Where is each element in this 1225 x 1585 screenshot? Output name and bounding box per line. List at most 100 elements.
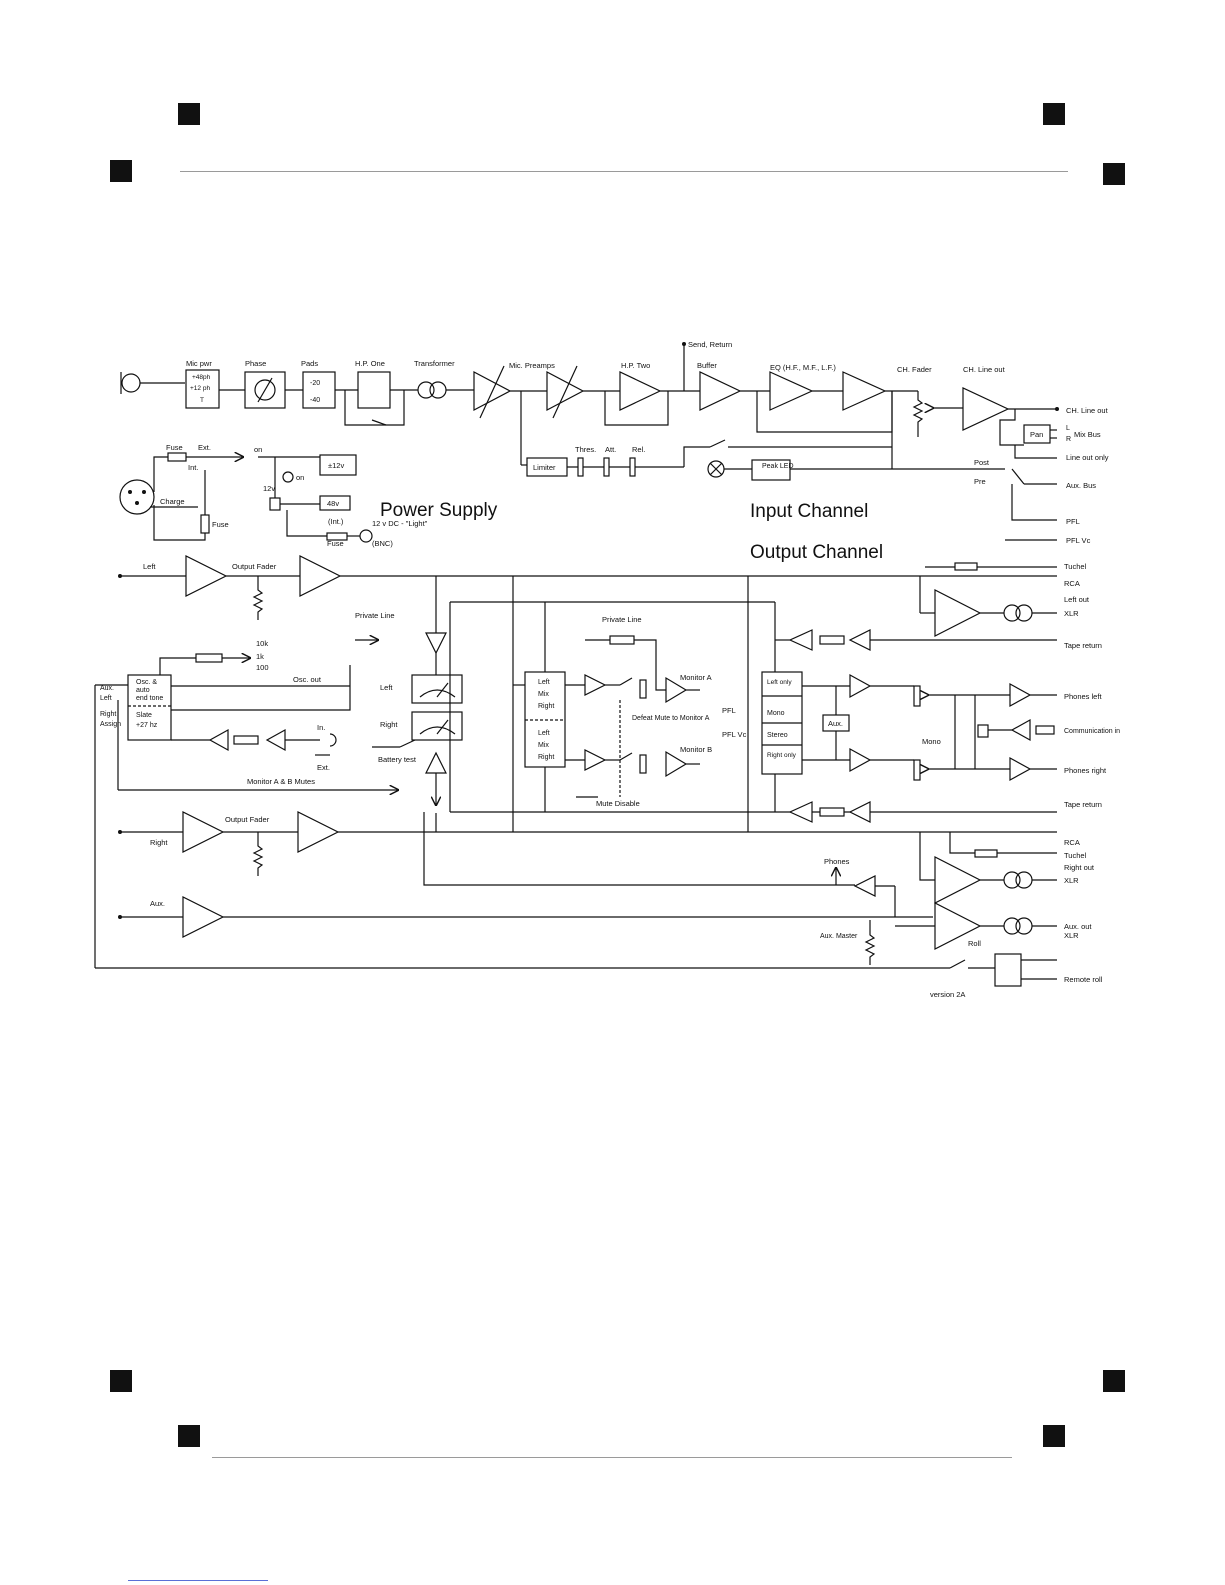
private-line2-label: Private Line (602, 615, 642, 624)
power-supply: Fuse Ext. Int. Fuse Charge on 12v ±12v o… (119, 443, 498, 548)
out-ch-line-out: CH. Line out (1066, 406, 1109, 415)
right-meter (411, 711, 463, 741)
output-fader-label: Output Fader (232, 562, 277, 571)
pm12v-label: ±12v (328, 461, 344, 470)
eq-label: EQ (H.F., M.F., L.F.) (770, 363, 836, 372)
pads-opt: -40 (310, 397, 320, 404)
remote-roll-label: Remote roll (1064, 975, 1103, 984)
mic-power-opt: T (200, 397, 204, 404)
osc-slate-box (127, 674, 172, 741)
right-output-fader (252, 832, 264, 876)
left-out-label: Left out (1064, 595, 1090, 604)
post-label: Post (974, 458, 990, 467)
hp-two-amp (619, 371, 662, 411)
mix1: Mix (538, 691, 549, 698)
mic-power-opt: +48ph (192, 374, 211, 381)
thres-control (577, 457, 584, 477)
mix2: Right (538, 754, 554, 761)
output-fader2-label: Output Fader (225, 815, 270, 824)
osc-text: Osc. & (136, 679, 157, 686)
pads-opt: -20 (310, 380, 320, 387)
att-label: Att. (605, 445, 616, 454)
left-out-amp (934, 589, 982, 637)
talkback-mic-icon (329, 733, 337, 747)
fuse-label: Fuse (166, 443, 183, 452)
input-channel-title: Input Channel (750, 501, 868, 522)
output-channel-title: Output Channel (750, 542, 883, 563)
assign-text: Aux. (100, 685, 114, 692)
thres-label: Thres. (575, 445, 596, 454)
tape-return-label: Tape return (1064, 641, 1102, 650)
pfl-label: PFL (722, 706, 736, 715)
assign-text: Left (100, 695, 112, 702)
48v-box (319, 495, 351, 511)
registration-mark-bottom-right (1043, 1425, 1065, 1447)
phones-label: Phones (824, 857, 850, 866)
registration-mark-bottom-left (178, 1425, 200, 1447)
rca-label: RCA (1064, 579, 1080, 588)
meter-left-label: Left (380, 683, 393, 692)
sel-right-only: Right only (767, 752, 797, 759)
12v-label: 12v (263, 484, 275, 493)
pm12v-box (319, 454, 357, 476)
range-10k: 10k (256, 639, 268, 648)
bottom-rule (212, 1457, 1012, 1458)
registration-mark-lower-right (1103, 1370, 1125, 1392)
ext-label: Ext. (317, 763, 330, 772)
pan-label: Pan (1030, 430, 1043, 439)
xlr3-label: XLR (1064, 931, 1079, 940)
version-label: version 2A (930, 990, 965, 999)
osc-out-label: Osc. out (293, 675, 322, 684)
buffer-amp (699, 371, 742, 411)
charge-label: Charge (160, 497, 185, 506)
right-input-amp (182, 811, 225, 853)
hp-one-label: H.P. One (355, 359, 385, 368)
lamp-icon (282, 471, 294, 483)
right-output-amp (297, 811, 340, 853)
eq-amp-2 (842, 371, 887, 411)
monitor-mutes-label: Monitor A & B Mutes (247, 777, 315, 786)
osc-text: end tone (136, 695, 163, 702)
footer-link-underline (128, 1580, 268, 1581)
microphone-icon (121, 373, 141, 393)
communication-in-label: Communication in (1064, 728, 1120, 735)
aux-input-amp (182, 896, 225, 938)
pan-box (1023, 424, 1051, 444)
meter-right-label: Right (380, 720, 398, 729)
phase-label: Phase (245, 359, 266, 368)
registration-mark-lower-left (110, 1370, 132, 1392)
left-meter (411, 674, 463, 704)
out-aux-bus: Aux. Bus (1066, 481, 1096, 490)
aux-out-label: Aux. out (1064, 922, 1092, 931)
hp-two-label: H.P. Two (621, 361, 650, 370)
int2-label: (Int.) (328, 517, 344, 526)
input-channel: Mic pwr +48ph +12 ph T Phase Pads -20 -4… (120, 340, 1109, 545)
pan-l: L (1066, 425, 1070, 432)
eq-amp-1 (769, 371, 814, 411)
rca2-label: RCA (1064, 838, 1080, 847)
power-supply-title: Power Supply (380, 500, 498, 521)
fuse2-label: Fuse (212, 520, 229, 529)
rel-control (629, 457, 636, 477)
mix2: Mix (538, 742, 549, 749)
pfl-vc-label: PFL Vc (722, 730, 747, 739)
att-control (603, 457, 610, 477)
top-rule (180, 171, 1068, 172)
osc-text: auto (136, 687, 150, 694)
transformer-icon (417, 381, 435, 399)
on2-label: on (296, 473, 304, 482)
on1-label: on (254, 445, 262, 454)
registration-mark-top-right (1043, 103, 1065, 125)
out-pfl: PFL (1066, 517, 1080, 526)
tuchel-label: Tuchel (1064, 562, 1087, 571)
pads-label: Pads (301, 359, 318, 368)
ch-line-out-amp (962, 387, 1010, 431)
mute-disable-label: Mute Disable (596, 799, 640, 808)
registration-mark-upper-right (1103, 163, 1125, 185)
out-aux-label: Aux. (150, 899, 165, 908)
fuse3-label: Fuse (327, 539, 344, 548)
send-return-label: Send, Return (688, 340, 732, 349)
ch-line-out-label: CH. Line out (963, 365, 1006, 374)
out-right-label: Right (150, 838, 168, 847)
